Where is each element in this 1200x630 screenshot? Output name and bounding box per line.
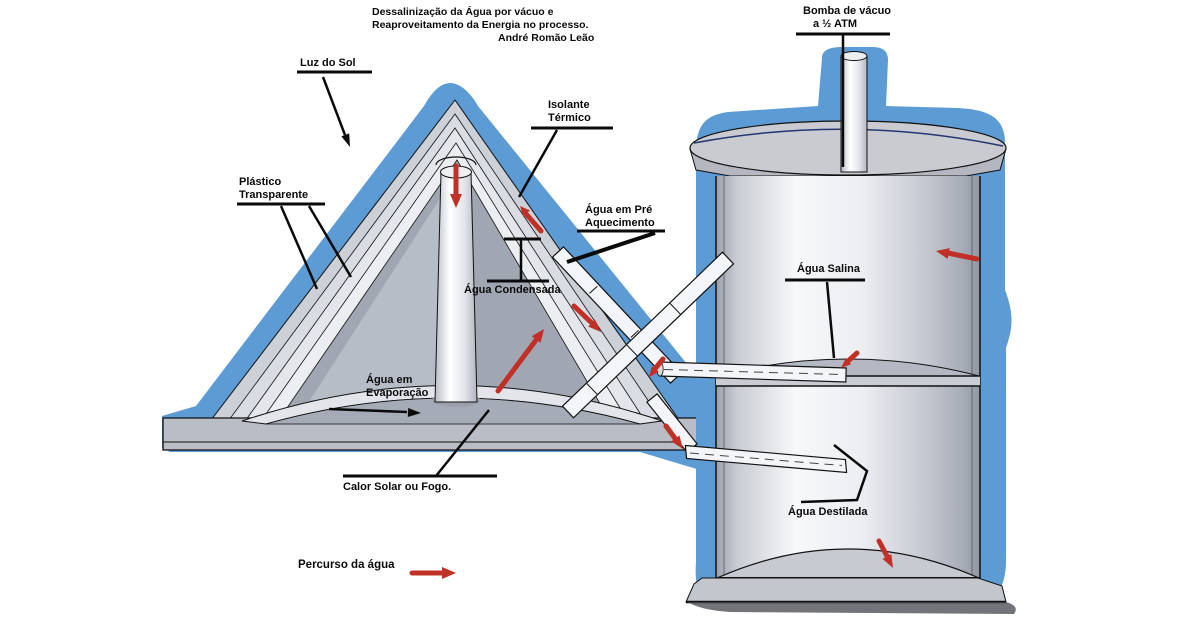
plastico-line-2: Transparente <box>239 189 309 201</box>
evaporacao-line-2: Evaporação <box>366 387 429 399</box>
lower-chamber-bottom-dome <box>716 548 980 579</box>
bomba-line-2: a ½ ATM <box>813 18 858 30</box>
label-isolante-termico: Isolante Térmico <box>548 99 591 125</box>
label-agua-em-evaporacao: Água em Evaporação <box>366 374 428 400</box>
chamber-divider-plate <box>716 376 980 386</box>
label-agua-condensada: Água Condensada <box>464 284 561 296</box>
label-agua-salina: Água Salina <box>797 263 860 275</box>
title-line-2: Reaproveitamento da Energia no processo. <box>372 19 589 31</box>
label-bomba-de-vacuo: Bomba de vácuo a ½ ATM <box>803 5 891 31</box>
label-agua-pre-aquecimento: Água em Pré Aquecimento <box>585 204 655 230</box>
isolante-line-1: Isolante <box>548 99 590 111</box>
legend-arrow <box>409 567 456 579</box>
pipe-centerlines <box>663 369 843 466</box>
label-plastico-transparente: Plástico Transparente <box>239 176 308 202</box>
water-flow-arrows <box>450 163 980 568</box>
pipes <box>551 246 848 474</box>
legend-arrow-head <box>442 567 456 579</box>
pre-aquecimento-line-2: Aquecimento <box>585 217 655 229</box>
isolante-line-2: Térmico <box>548 112 591 124</box>
label-leader-thick <box>566 231 656 264</box>
label-calor-solar: Calor Solar ou Fogo. <box>343 481 452 493</box>
storage-tank <box>685 47 1016 614</box>
evaporacao-line-1: Água em <box>366 374 413 386</box>
label-luz-do-sol: Luz do Sol <box>300 57 356 69</box>
diagram-title: Dessalinização da Água por vácuo e Reapr… <box>372 6 594 45</box>
bomba-line-1: Bomba de vácuo <box>803 5 892 17</box>
label-agua-destilada: Água Destilada <box>788 506 868 518</box>
tank-base-shadow <box>688 602 1016 614</box>
pre-aquecimento-line-1: Água em Pré <box>585 204 653 216</box>
column-top-arc <box>435 156 477 166</box>
annotation-lines <box>237 32 890 504</box>
title-line-1: Dessalinização da Água por vácuo e <box>372 6 554 18</box>
label-percurso-da-agua: Percurso da água <box>298 559 395 571</box>
flow-arrow-shafts <box>453 163 980 561</box>
solar-still <box>162 83 701 470</box>
pipe-a-diagonal <box>561 251 735 419</box>
vacuum-pipe-top <box>840 51 868 61</box>
title-line-3: André Romão Leão <box>498 32 595 44</box>
plastico-line-1: Plástico <box>239 176 282 188</box>
pipe-couplings <box>586 285 681 395</box>
still-interior-highlight <box>310 180 470 400</box>
label-leader-lines <box>279 34 869 504</box>
vacuum-pipe <box>840 55 868 173</box>
tank-base-flange <box>685 577 1007 603</box>
